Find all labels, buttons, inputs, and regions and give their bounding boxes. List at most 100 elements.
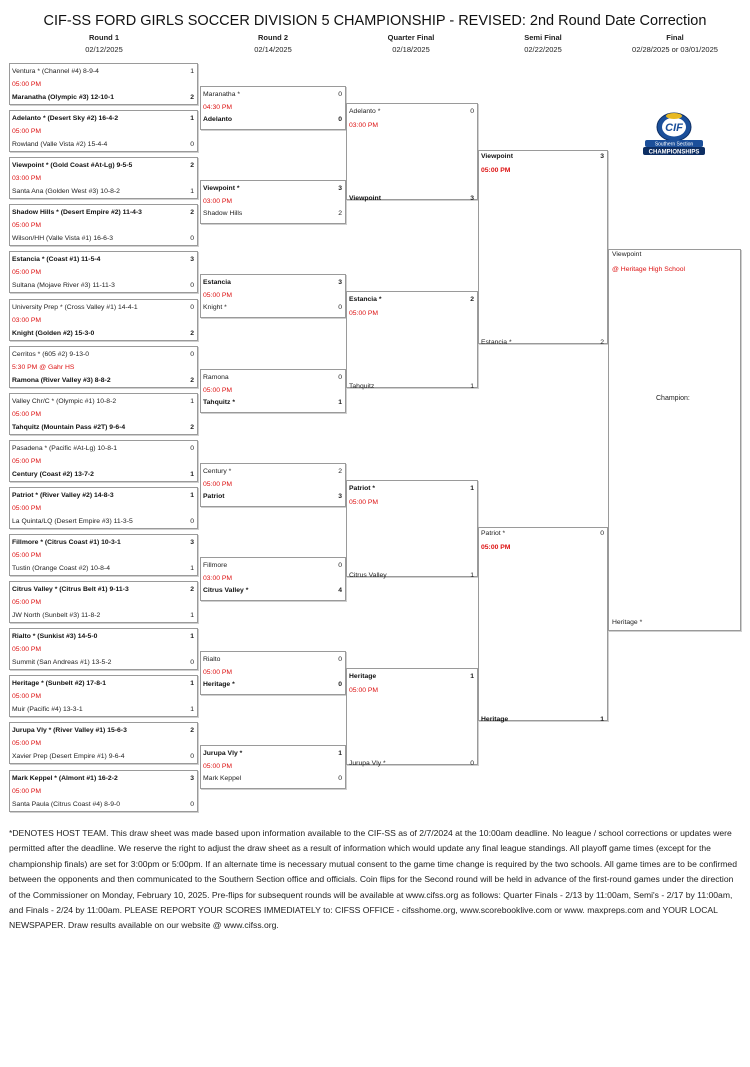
team-score: 1 xyxy=(190,115,194,123)
team-name: Citrus Valley * xyxy=(203,587,249,594)
team-score: 3 xyxy=(470,195,474,202)
team-name: Valley Chr/C * (Olympic #1) 10-8-2 xyxy=(12,397,117,405)
team-score: 1 xyxy=(190,188,194,196)
team-score: 0 xyxy=(190,282,194,290)
team-name: Muir (Pacific #4) 13-3-1 xyxy=(12,706,83,714)
game-time: 05:00 PM xyxy=(12,457,42,465)
team-name: Century * xyxy=(203,467,232,475)
team-score: 3 xyxy=(190,256,194,264)
team-score: 0 xyxy=(190,517,194,525)
team-name: Rialto * (Sunkist #3) 14-5-0 xyxy=(12,633,98,641)
team-name: Tustin (Orange Coast #2) 10-8-4 xyxy=(12,565,110,572)
team-name: Estancia * xyxy=(481,339,512,346)
team-name: Pasadena * (Pacific #At-Lg) 10-8-1 xyxy=(12,444,118,452)
team-name: Maranatha (Olympic #3) 12-10-1 xyxy=(12,94,114,101)
round-name: Round 1 xyxy=(89,33,119,42)
logo-mid-text: Southern Section xyxy=(655,142,694,148)
game-time: 05:00 PM xyxy=(349,498,379,506)
team-score: 0 xyxy=(600,530,604,537)
team-name: Estancia * xyxy=(349,296,382,304)
team-score: 2 xyxy=(190,209,194,217)
team-name: Adelanto * xyxy=(349,108,381,115)
team-name: Cerritos * (605 #2) 9-13-0 xyxy=(12,350,90,358)
round-name: Round 2 xyxy=(258,33,288,42)
team-name: Viewpoint xyxy=(349,195,381,202)
team-score: 3 xyxy=(190,774,194,782)
team-name: Fillmore xyxy=(203,562,228,569)
team-score: 0 xyxy=(338,562,342,569)
match-box xyxy=(9,157,198,200)
team-score: 0 xyxy=(338,304,342,312)
team-score: 0 xyxy=(190,235,194,243)
team-score: 1 xyxy=(470,571,474,579)
team-score: 1 xyxy=(190,565,194,572)
team-name: Summit (San Andreas #1) 13-5-2 xyxy=(12,659,112,667)
final-location: @ Heritage High School xyxy=(612,266,686,273)
team-score: 1 xyxy=(338,398,342,406)
cif-championships-logo: CIF Southern Section CHAMPIONSHIPS xyxy=(643,112,705,156)
team-name: Patriot * (River Valley #2) 14-8-3 xyxy=(12,491,114,499)
match-box xyxy=(200,86,346,130)
match-box xyxy=(200,745,346,790)
round-name: Semi Final xyxy=(524,33,562,42)
team-name: Fillmore * (Citrus Coast #1) 10-3-1 xyxy=(12,539,121,546)
team-score: 0 xyxy=(338,91,342,98)
game-time: 5:30 PM @ Gahr HS xyxy=(12,363,75,371)
team-score: 1 xyxy=(470,673,474,681)
team-name: Patriot xyxy=(203,492,225,500)
team-name: Knight (Golden #2) 15-3-0 xyxy=(12,329,95,337)
match-box xyxy=(478,527,608,721)
team-name: Santa Paula (Citrus Coast #4) 8-9-0 xyxy=(12,800,121,808)
team-score: 0 xyxy=(190,141,194,149)
team-name: Tahquitz (Mountain Pass #2T) 9-6-4 xyxy=(12,423,126,431)
team-name: Shadow Hills * (Desert Empire #2) 11-4-3 xyxy=(12,209,142,217)
team-name: Mark Keppel * (Almont #1) 16-2-2 xyxy=(12,774,118,782)
game-time: 05:00 PM xyxy=(481,167,511,174)
match-box xyxy=(9,722,198,765)
team-name: University Prep * (Cross Valley #1) 14-4… xyxy=(12,303,138,311)
match-box xyxy=(200,557,346,601)
team-score: 1 xyxy=(190,706,194,714)
team-score: 0 xyxy=(190,303,194,311)
game-time: 03:00 PM xyxy=(349,122,379,129)
team-score: 3 xyxy=(338,279,342,287)
page-title: CIF-SS FORD GIRLS SOCCER DIVISION 5 CHAM… xyxy=(43,13,707,29)
match-box xyxy=(9,581,198,624)
game-time: 05:00 PM xyxy=(12,740,42,748)
team-score: 0 xyxy=(470,760,474,768)
game-time: 05:00 PM xyxy=(12,222,42,230)
team-score: 2 xyxy=(190,423,194,431)
round-header: Round 2 02/14/2025 xyxy=(193,32,353,56)
logo-top-text: CIF xyxy=(665,122,683,134)
team-name: Viewpoint xyxy=(481,153,513,160)
match-box xyxy=(9,204,198,247)
match-box xyxy=(9,392,198,435)
game-time: 05:00 PM xyxy=(12,787,42,795)
round-date: 02/22/2025 xyxy=(524,45,562,54)
logo-bottom-text: CHAMPIONSHIPS xyxy=(649,150,700,156)
team-name: JW North (Sunbelt #3) 11-8-2 xyxy=(12,612,101,620)
team-score: 0 xyxy=(190,659,194,667)
round-date: 02/18/2025 xyxy=(392,45,430,54)
match-box xyxy=(9,110,198,153)
game-time: 03:00 PM xyxy=(203,575,233,582)
round-date: 02/28/2025 or 03/01/2025 xyxy=(632,45,718,54)
game-time: 03:00 PM xyxy=(12,175,42,183)
team-score: 1 xyxy=(190,633,194,641)
team-name: Sultana (Mojave River #3) 11-11-3 xyxy=(12,282,115,290)
match-box xyxy=(200,651,346,696)
team-score: 0 xyxy=(338,116,342,123)
team-name: Estancia * (Coast #1) 11-5-4 xyxy=(12,256,101,264)
team-score: 1 xyxy=(190,491,194,499)
team-name: Patriot * xyxy=(349,484,376,492)
team-score: 2 xyxy=(338,467,342,475)
team-name: Century (Coast #2) 13-7-2 xyxy=(12,470,94,478)
round-date: 02/14/2025 xyxy=(254,45,292,54)
game-time: 03:00 PM xyxy=(203,198,233,206)
game-time: 05:00 PM xyxy=(12,410,42,418)
team-name: Santa Ana (Golden West #3) 10-8-2 xyxy=(12,188,120,196)
team-score: 0 xyxy=(190,444,194,452)
team-name: Adelanto xyxy=(203,116,233,123)
team-score: 0 xyxy=(190,800,194,808)
